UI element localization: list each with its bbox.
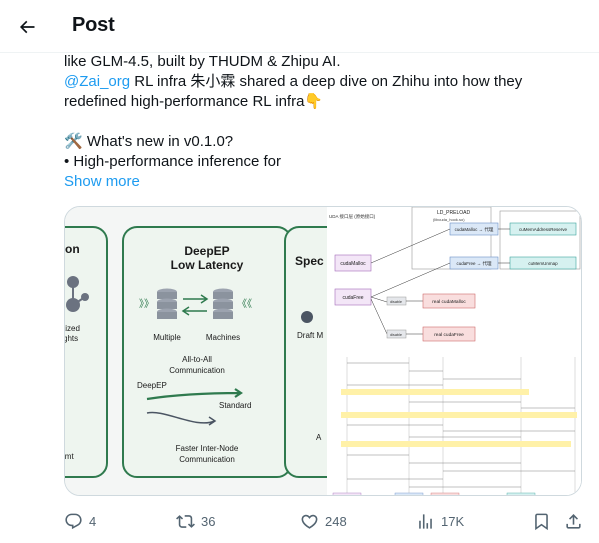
ld-preload-sub: (libcuda_hook.so) (433, 217, 465, 222)
diagram-node: disable (390, 300, 402, 304)
post-text-line: 🛠️ What's new in v0.1.0? (64, 132, 584, 152)
left-panel-text: tized (65, 324, 80, 333)
reply-count: 4 (89, 513, 97, 529)
diagram-node: disable (390, 333, 402, 337)
standard-label: Standard (219, 401, 251, 410)
post-action-bar: 4 36 248 17K (64, 508, 584, 534)
mention-link[interactable]: @Zai_org (64, 73, 131, 90)
post-text-segment: What's new in v0.1.0? (82, 133, 234, 150)
diagram-node: real cudaFree (434, 332, 464, 338)
diagram-node: cuMemAddressReserve (519, 227, 568, 232)
diagram-node: cudaFree (342, 295, 363, 301)
diagram-header: UDA 接口层 (原始接口) (329, 213, 376, 220)
faster-label: Communication (179, 455, 235, 464)
repost-count: 36 (201, 513, 216, 529)
post-text-segment: redefined high-performance RL infra (64, 93, 305, 110)
reply-icon (65, 513, 82, 529)
left-panel-text: ghts (65, 334, 78, 343)
post-text-line: like GLM-4.5, built by THUDM & Zhipu AI. (64, 53, 341, 70)
server-icon (213, 288, 233, 319)
like-count: 248 (325, 513, 347, 529)
spec-panel-title: Spec (295, 254, 324, 268)
back-button[interactable] (8, 8, 46, 46)
post-blank-line (64, 112, 584, 132)
bookmark-icon (535, 513, 548, 530)
deepep-label: DeepEP (137, 381, 167, 390)
post-text-line: redefined high-performance RL infra👇 (64, 92, 584, 112)
reply-button[interactable]: 4 (64, 508, 96, 534)
share-icon (566, 513, 581, 529)
post-text-segment: RL infra 朱小霖 shared a deep dive on Zhihu… (130, 73, 523, 90)
spec-panel-text: A (316, 433, 322, 442)
page-title: Post (72, 14, 115, 36)
repost-button[interactable]: 36 (176, 508, 215, 534)
svg-text:》》: 》》 (139, 298, 154, 310)
left-panel: on tized ghts imt (65, 226, 108, 478)
all-to-all-label: Communication (169, 366, 225, 375)
post-text: like GLM-4.5, built by THUDM & Zhipu AI.… (64, 52, 584, 192)
deepep-title-line2: Low Latency (171, 258, 244, 272)
diagram-node: cudaMalloc → 代理 (455, 226, 494, 233)
faster-label: Faster Inter-Node (176, 444, 239, 453)
post-text-line: • High-performance inference for (64, 153, 282, 170)
point-down-emoji: 👇 (304, 93, 324, 110)
deepep-title-line1: DeepEP (184, 244, 229, 258)
left-panel-title: on (65, 242, 80, 256)
label-multiple: Multiple (153, 333, 181, 342)
back-arrow-icon (19, 20, 35, 34)
diagram-node: cudaMalloc (340, 261, 366, 267)
views-icon (419, 513, 432, 529)
post-media-image[interactable]: on tized ghts imt DeepEP Low Latency (64, 206, 582, 496)
spec-panel-text: Draft M (297, 331, 324, 340)
all-to-all-label: All-to-All (182, 355, 212, 364)
bookmark-button[interactable] (532, 508, 551, 534)
like-icon (301, 514, 318, 529)
views-button[interactable]: 17K (416, 508, 464, 534)
deepep-panel: DeepEP Low Latency 》》 《《 (122, 226, 292, 478)
left-panel-text: imt (65, 452, 74, 461)
diagram-node: cudaFree → 代理 (456, 260, 492, 267)
show-more-link[interactable]: Show more (64, 173, 140, 190)
post-header: Post (0, 0, 599, 53)
svg-text:《《: 《《 (237, 298, 252, 310)
tools-emoji: 🛠️ (64, 133, 83, 150)
like-button[interactable]: 248 (300, 508, 347, 534)
diagram-node: real cudaMalloc (432, 299, 466, 305)
overlay-diagram: UDA 接口层 (原始接口) LD_PRELOAD (libcuda_hook.… (327, 207, 581, 495)
label-machines: Machines (206, 333, 240, 342)
post-text-line: @Zai_org RL infra 朱小霖 shared a deep dive… (64, 72, 584, 92)
views-count: 17K (441, 513, 465, 529)
server-icon (157, 288, 177, 319)
share-button[interactable] (564, 508, 583, 534)
repost-icon (176, 514, 195, 528)
ld-preload-label: LD_PRELOAD (437, 210, 470, 216)
diagram-node: cuMemUnmap (528, 261, 558, 266)
